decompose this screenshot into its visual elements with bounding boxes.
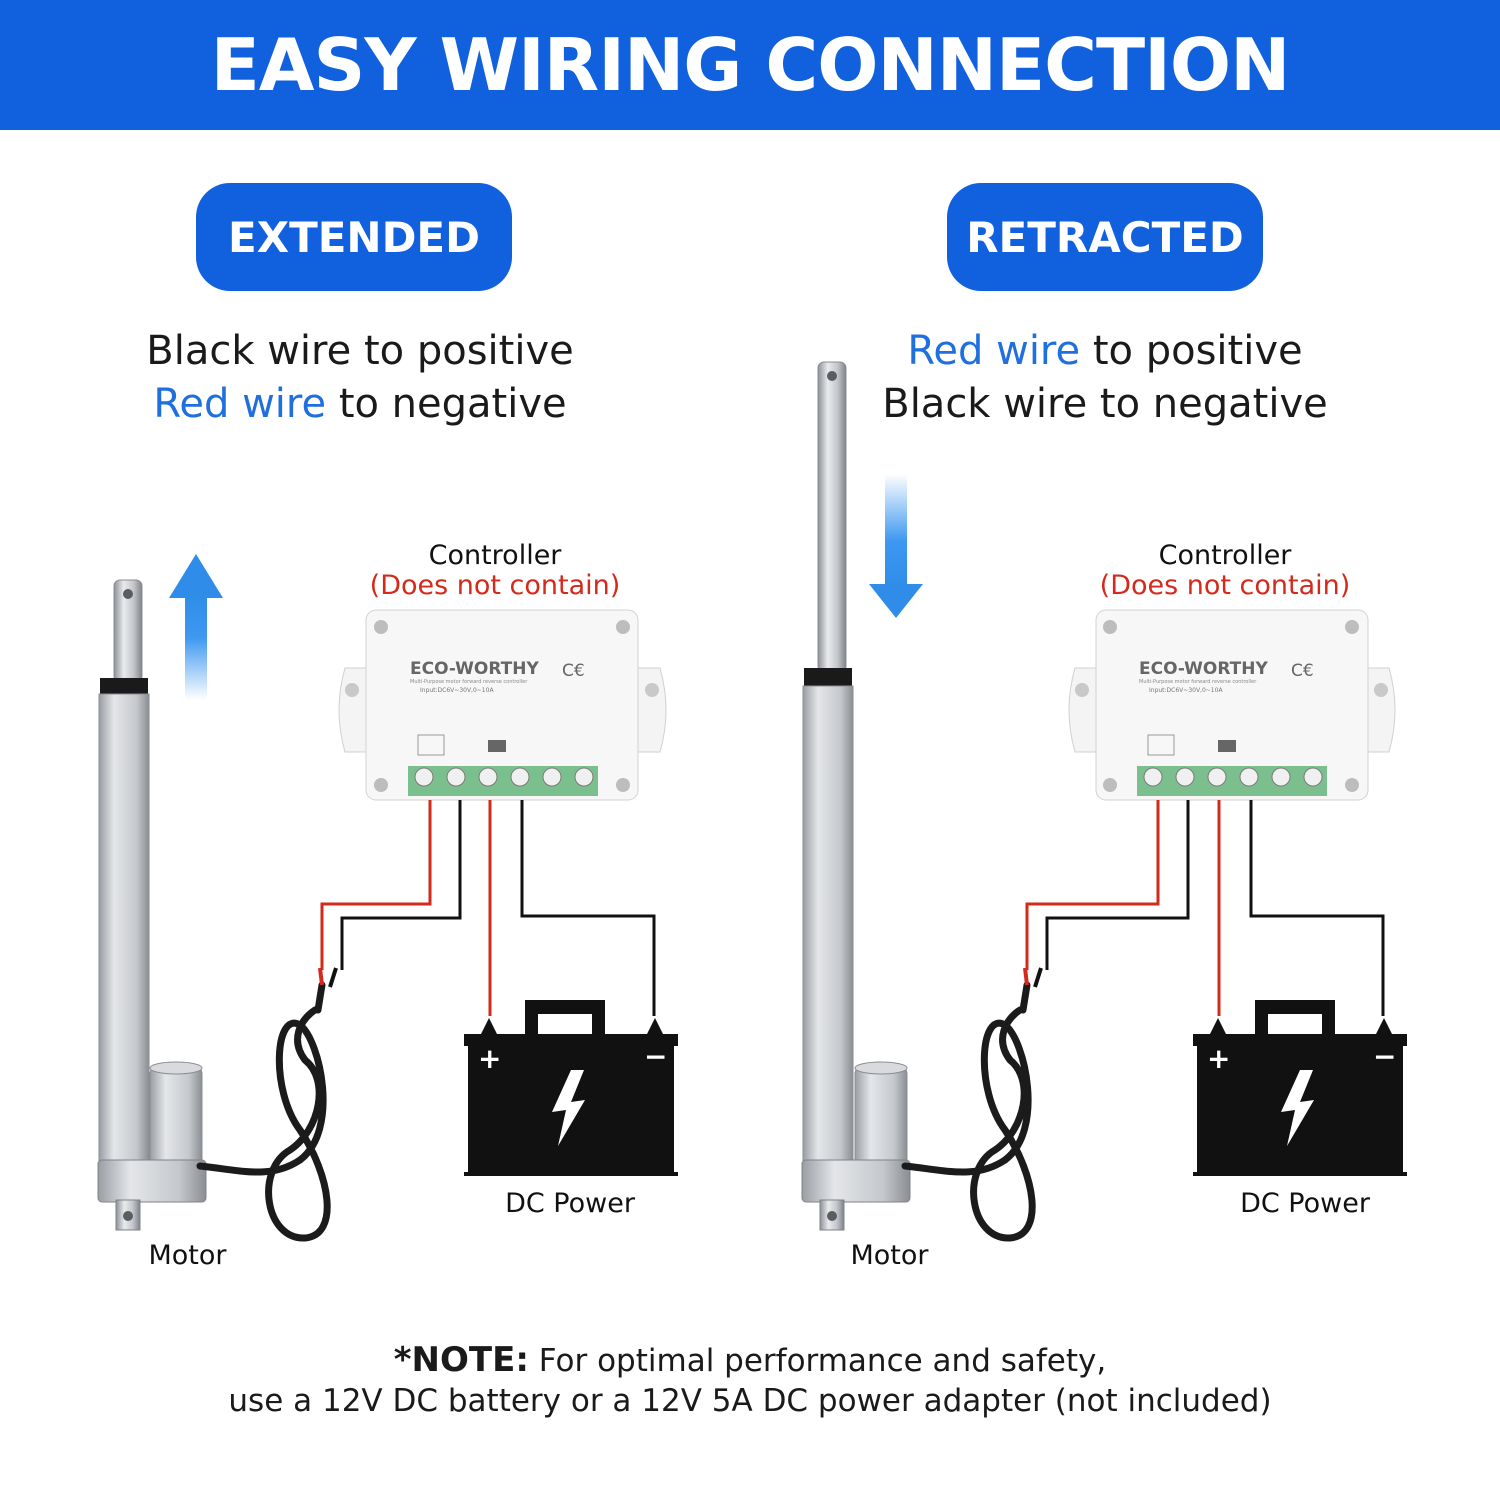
lightning-icon [552,1070,585,1146]
controller-input-right: Input:DC6V~30V,0~10A [1149,687,1223,694]
controller-label-left: Controller [428,540,562,571]
controller-sub-right: Multi-Purpose motor forward reverse cont… [1139,679,1257,685]
retracted-line-1-rest: to positive [1092,328,1303,374]
motor-label-right: Motor [850,1240,929,1271]
down-arrow-icon [869,474,923,618]
extended-line-1: Black wire to positive [120,325,600,378]
extended-line-2-rest: to negative [338,381,567,427]
controller-box-left: ECO-WORTHY C€ Multi-Purpose motor forwar… [338,609,667,801]
controller-brand-left: ECO-WORTHY [410,659,540,679]
note-prefix: *NOTE: [393,1340,529,1380]
ce-mark-right: C€ [1291,661,1314,681]
controller-label-right: Controller [1158,540,1292,571]
battery-plus-right: + [1207,1042,1230,1075]
retracted-line-2-rest: to negative [1099,381,1328,427]
wires-left [320,800,656,1016]
motor-cable-left [196,981,331,1242]
extended-badge: EXTENDED [196,183,512,291]
lightning-icon [1281,1070,1314,1146]
extended-line-1-rest: to positive [363,328,574,374]
page-title: EASY WIRING CONNECTION [210,23,1291,107]
retracted-line-2-wire: Black wire [882,381,1088,427]
controller-note-left: (Does not contain) [369,570,621,601]
up-arrow-icon [169,554,223,700]
controller-brand-right: ECO-WORTHY [1139,659,1269,679]
retracted-badge: RETRACTED [947,183,1263,291]
wires-right [1025,800,1385,1016]
title-banner: EASY WIRING CONNECTION [0,0,1500,130]
battery-minus-left: − [644,1040,667,1073]
extended-line-2: Red wire to negative [120,378,600,431]
ce-mark-left: C€ [562,661,585,681]
extended-instructions: Black wire to positive Red wire to negat… [120,325,600,431]
retracted-line-1-wire: Red wire [907,328,1081,374]
battery-minus-right: − [1373,1040,1396,1073]
linear-actuator-left [97,579,207,1231]
controller-input-left: Input:DC6V~30V,0~10A [420,687,494,694]
dc-power-label-left: DC Power [505,1188,635,1219]
note-text-2: use a 12V DC battery or a 12V 5A DC powe… [228,1383,1272,1419]
note-line-2: use a 12V DC battery or a 12V 5A DC powe… [0,1383,1500,1419]
battery-left: + − [464,1000,678,1176]
motor-cable-right [901,981,1036,1242]
motor-label-left: Motor [148,1240,227,1271]
battery-plus-left: + [478,1042,501,1075]
extended-line-1-wire: Black wire [146,328,352,374]
retracted-line-2: Black wire to negative [860,378,1350,431]
retracted-line-1: Red wire to positive [860,325,1350,378]
note-text-1: For optimal performance and safety, [538,1343,1107,1379]
controller-note-right: (Does not contain) [1099,570,1351,601]
controller-box-right: ECO-WORTHY C€ Multi-Purpose motor forwar… [1068,609,1396,801]
note-line-1: *NOTE: For optimal performance and safet… [0,1340,1500,1380]
dc-power-label-right: DC Power [1240,1188,1370,1219]
retracted-instructions: Red wire to positive Black wire to negat… [860,325,1350,431]
extended-line-2-wire: Red wire [153,381,327,427]
battery-right: + − [1193,1000,1407,1176]
controller-sub-left: Multi-Purpose motor forward reverse cont… [410,679,528,685]
linear-actuator-right [801,361,911,1231]
